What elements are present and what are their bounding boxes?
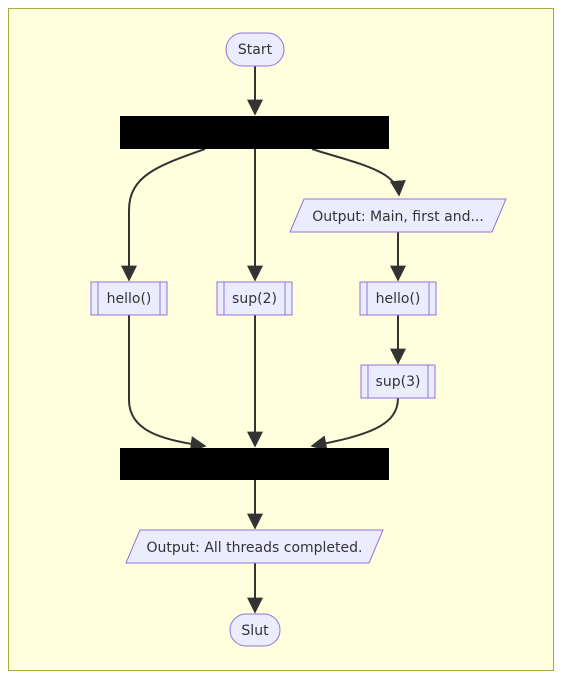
edge-fork-output-main [311, 148, 406, 197]
end-node: Slut [229, 613, 281, 647]
edge-fork-hello-left [121, 148, 206, 282]
sup2-node: sup(2) [216, 281, 293, 316]
hello-right-label: hello() [376, 291, 421, 307]
end-label: Slut [241, 623, 269, 639]
sup2-label: sup(2) [232, 291, 277, 307]
hello-right-node: hello() [359, 281, 437, 316]
output-all-node: Output: All threads completed. [125, 529, 384, 564]
fork-bar [120, 116, 389, 149]
sup3-label: sup(3) [376, 374, 421, 390]
hello-left-node: hello() [90, 281, 168, 316]
hello-left-label: hello() [107, 291, 152, 307]
edge-sup3-join [310, 397, 399, 452]
output-main-node: Output: Main, first and... [289, 198, 507, 233]
edges [121, 66, 406, 614]
start-label: Start [238, 42, 273, 58]
edge-hello-left-join [128, 315, 207, 453]
output-main-label: Output: Main, first and... [312, 209, 484, 225]
diagram-background [8, 8, 554, 671]
output-all-label: Output: All threads completed. [147, 540, 363, 556]
start-node: Start [225, 32, 285, 67]
join-bar [120, 448, 389, 480]
sup3-node: sup(3) [360, 364, 436, 399]
